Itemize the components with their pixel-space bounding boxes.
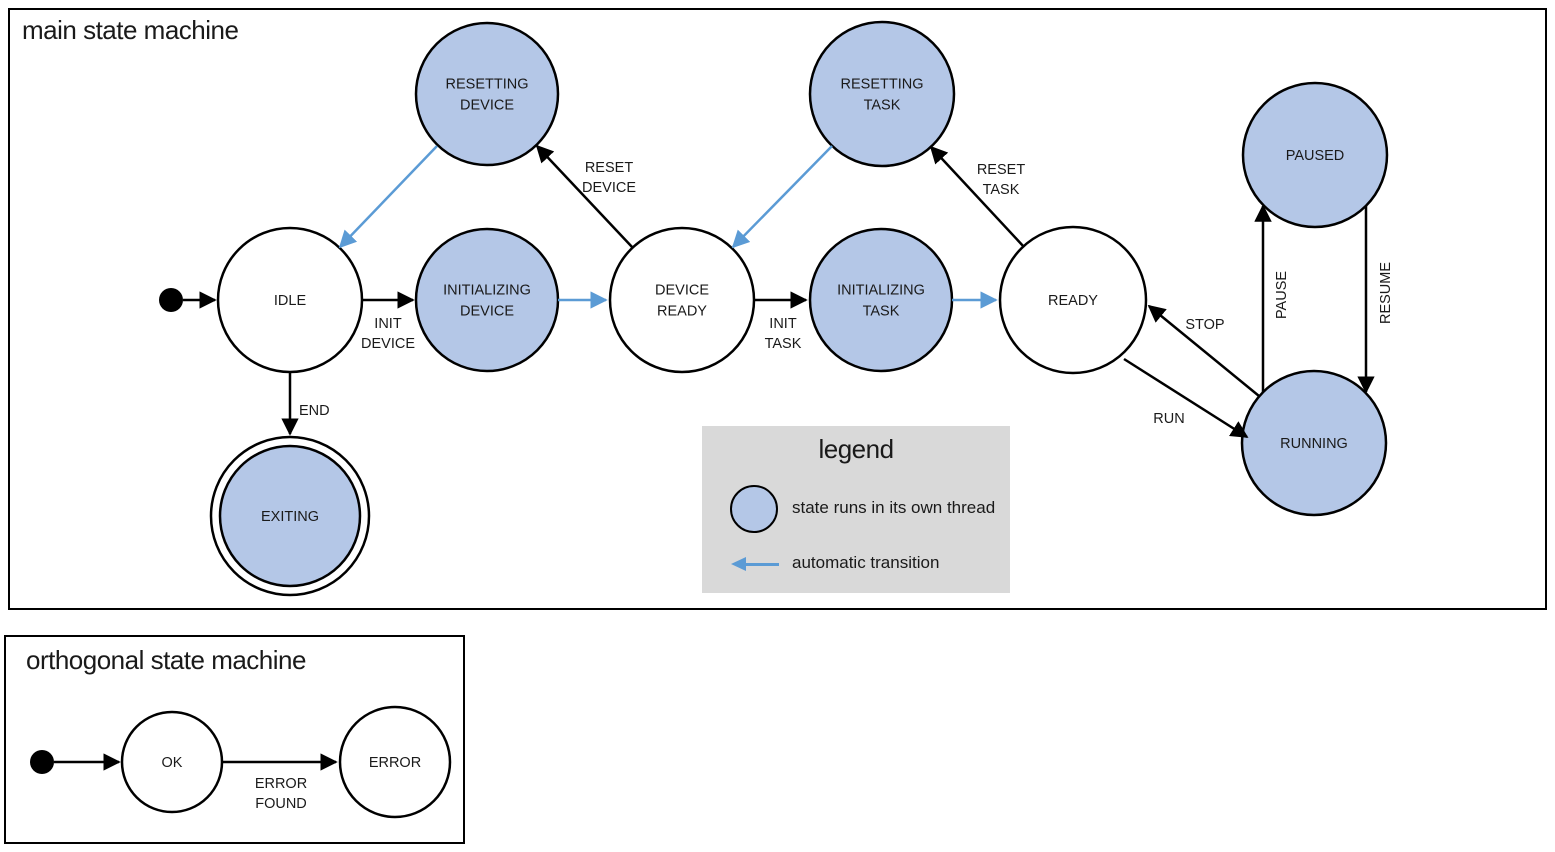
automatic-transition-swatch-icon bbox=[731, 557, 779, 571]
legend-title: legend bbox=[818, 434, 894, 464]
main-state-machine-box: main state machine bbox=[8, 8, 1547, 610]
legend-panel: legend state runs in its own thread auto… bbox=[702, 426, 1010, 593]
main-state-machine-title: main state machine bbox=[22, 15, 239, 45]
orthogonal-state-machine-title: orthogonal state machine bbox=[26, 645, 306, 675]
legend-item-threaded-label: state runs in its own thread bbox=[792, 498, 996, 517]
orthogonal-state-machine-box: orthogonal state machine bbox=[4, 635, 465, 844]
legend-item-auto-label: automatic transition bbox=[792, 553, 940, 572]
arrowhead-icon bbox=[731, 557, 746, 571]
threaded-state-swatch-icon bbox=[730, 485, 778, 533]
arrow-shaft bbox=[746, 562, 779, 566]
